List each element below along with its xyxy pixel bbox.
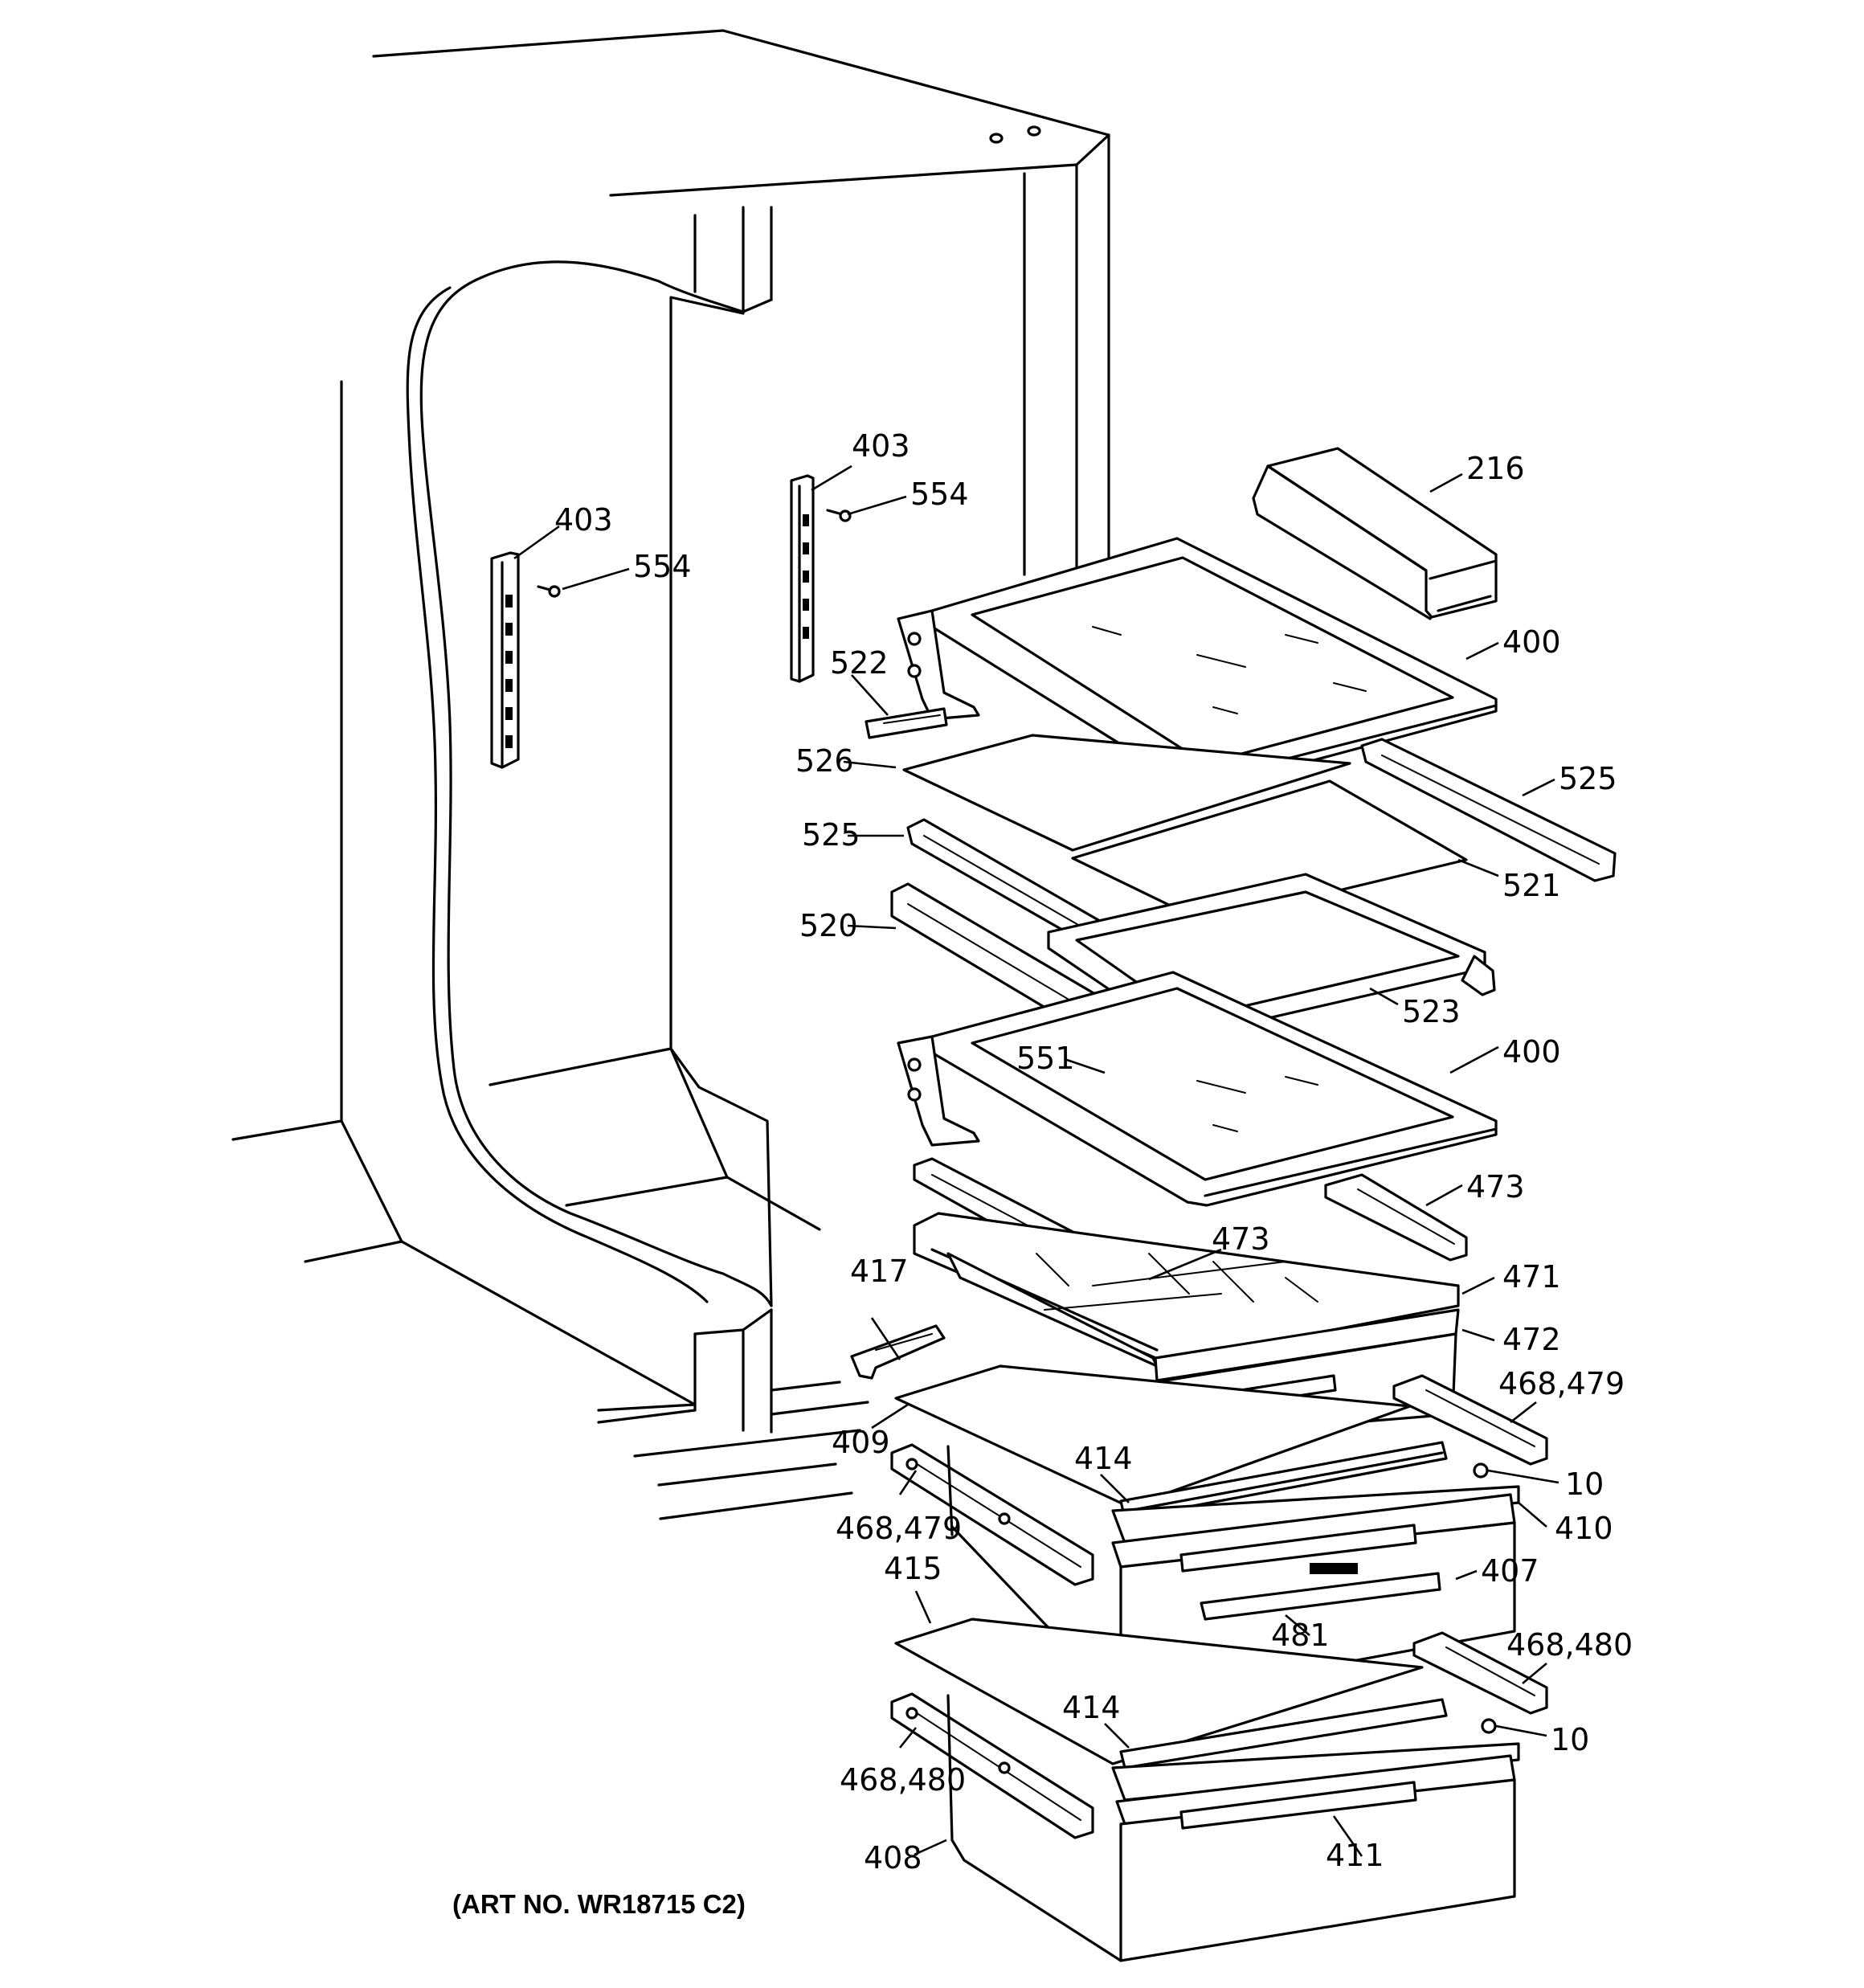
part-409-cover (894, 1364, 1412, 1508)
part-525-right-rail (1360, 738, 1617, 882)
art-number: (ART NO. WR18715 C2) (452, 1889, 746, 1919)
glass-shelf-400-second (897, 971, 1498, 1207)
leader-lines (513, 464, 1559, 1857)
label-409: 409 (832, 1425, 890, 1460)
label-521: 521 (1502, 868, 1561, 903)
refrigerator-cabinet (231, 29, 1110, 1520)
label-414-upper: 414 (1074, 1441, 1133, 1476)
part-10-screw-lower (1481, 1718, 1497, 1734)
label-520: 520 (799, 908, 858, 943)
label-407: 407 (1481, 1553, 1539, 1589)
label-554-left: 554 (633, 549, 692, 584)
part-522-bracket (865, 707, 948, 739)
label-400-second: 400 (1502, 1034, 1561, 1070)
part-468-479-left-slide (890, 1443, 1094, 1586)
glass-shelf-400-top (897, 537, 1498, 791)
label-415: 415 (884, 1551, 942, 1586)
label-403-right: 403 (852, 428, 910, 464)
label-10-upper: 10 (1565, 1466, 1604, 1502)
door-bin-216 (1252, 447, 1498, 620)
label-400-top: 400 (1502, 624, 1561, 660)
label-417: 417 (850, 1254, 909, 1289)
label-468-479-right: 468,479 (1498, 1366, 1625, 1401)
label-554-right: 554 (910, 477, 969, 512)
label-481: 481 (1271, 1618, 1330, 1653)
label-472: 472 (1502, 1322, 1561, 1357)
part-521-glass (1071, 779, 1468, 924)
label-414-lower: 414 (1062, 1690, 1121, 1725)
label-216: 216 (1466, 451, 1525, 486)
label-522: 522 (830, 645, 889, 681)
part-414-lower-frame (1119, 1698, 1448, 1769)
shelf-ladder-left (490, 551, 561, 769)
label-468-479-left: 468,479 (836, 1511, 962, 1546)
label-471: 471 (1502, 1259, 1561, 1295)
label-525-right: 525 (1559, 761, 1617, 796)
label-408: 408 (864, 1840, 922, 1876)
label-473-left: 473 (1212, 1221, 1270, 1257)
part-473-right-slide (1324, 1173, 1468, 1262)
part-468-480-left-slide (890, 1692, 1094, 1839)
label-10-lower: 10 (1551, 1722, 1589, 1757)
label-468-480-left: 468,480 (840, 1762, 966, 1798)
part-10-screw-upper (1473, 1462, 1489, 1479)
crisper-drawer-408-411 (946, 1694, 1520, 1962)
part-417-track (850, 1324, 946, 1380)
label-473-right: 473 (1466, 1169, 1525, 1205)
part-468-480-right-slide (1412, 1631, 1548, 1715)
shelf-ladder-right (790, 474, 852, 683)
label-551: 551 (1016, 1041, 1075, 1076)
label-526: 526 (795, 743, 854, 779)
label-410: 410 (1555, 1511, 1613, 1546)
label-411: 411 (1326, 1838, 1384, 1873)
part-labels: 216 403 554 403 554 400 522 526 525 525 … (554, 428, 1633, 1876)
part-415-cover (894, 1618, 1424, 1765)
label-525-left: 525 (802, 817, 860, 853)
part-468-479-right-slide (1392, 1374, 1548, 1466)
label-468-480-right: 468,480 (1506, 1627, 1633, 1663)
label-403-left: 403 (554, 502, 613, 538)
label-523: 523 (1402, 994, 1461, 1029)
part-526-glass (902, 734, 1351, 852)
